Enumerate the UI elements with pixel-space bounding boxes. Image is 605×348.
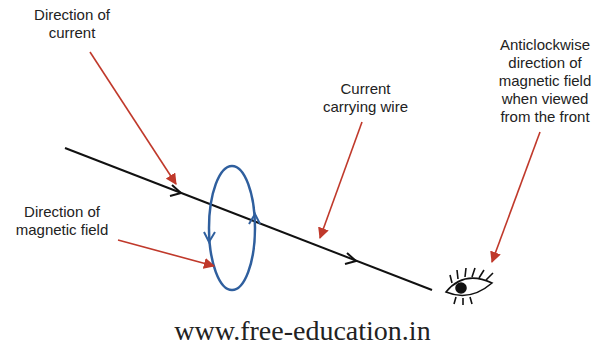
field-ring — [209, 166, 255, 290]
leader-line — [320, 122, 362, 238]
watermark: www.free-education.in — [0, 314, 605, 348]
leader-line — [118, 240, 214, 266]
field-arrow — [249, 214, 260, 224]
field-arrow — [204, 232, 215, 242]
part-label: Current carrying wire — [318, 80, 413, 116]
note-label: Anticlockwise direction of magnetic fiel… — [490, 36, 600, 126]
leader-line — [492, 132, 540, 262]
leader-line — [90, 52, 176, 184]
current-arrow — [170, 185, 181, 196]
part-label: Direction of current — [22, 6, 122, 42]
part-label: Direction of magnetic field — [8, 203, 116, 239]
current-arrow — [345, 253, 356, 264]
wire — [65, 148, 432, 290]
eye-symbol — [446, 268, 493, 305]
